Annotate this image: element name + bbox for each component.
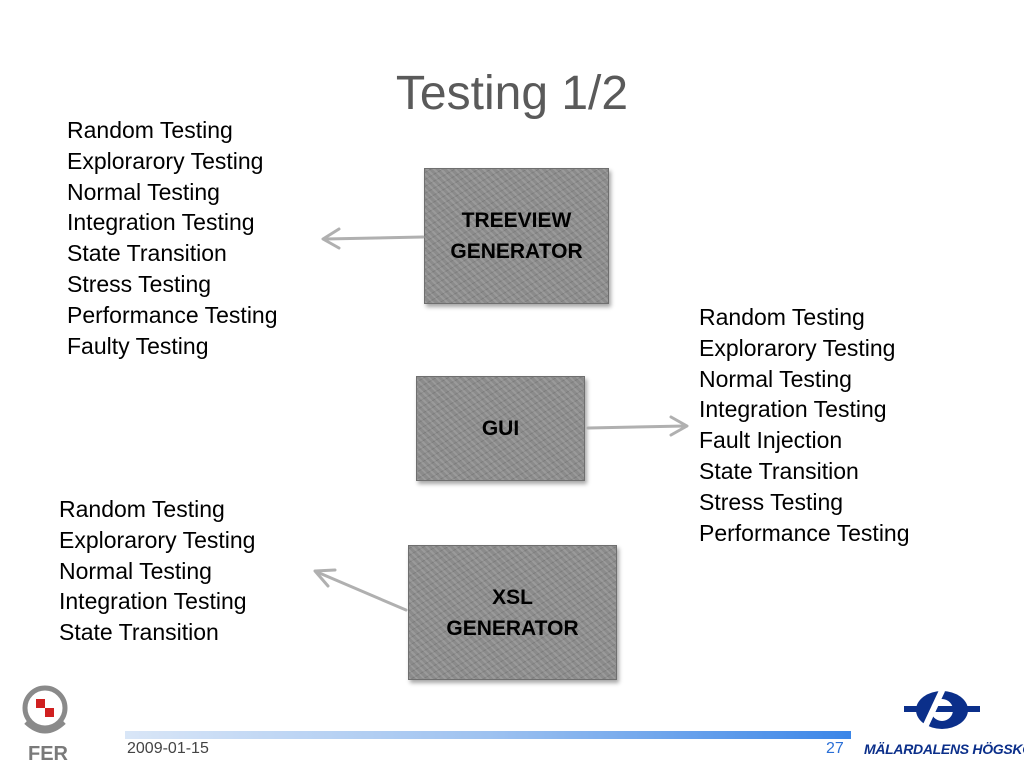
- list-item: State Transition: [59, 619, 219, 646]
- page-number: 27: [826, 740, 844, 757]
- box-label-line: GENERATOR: [446, 616, 579, 640]
- list-item: Performance Testing: [699, 519, 910, 546]
- box-label: GUI: [481, 417, 520, 440]
- list-item: Random Testing: [699, 304, 865, 330]
- list-item: Performance Testing: [67, 301, 278, 328]
- list-item: Explorarory Testing: [67, 147, 264, 174]
- list-item: Explorarory Testing: [59, 526, 256, 553]
- list-item: Explorarory Testing: [699, 334, 896, 361]
- mdh-logo-text: MÄLARDALENS HÖGSKOLA: [864, 741, 1024, 757]
- mdh-logo-icon: [904, 688, 980, 732]
- list-item: Fault Injection: [699, 427, 843, 454]
- box-label-line: TREEVIEW: [461, 209, 572, 232]
- list-item: State Transition: [699, 457, 859, 484]
- treeview-generator-box: TREEVIEW GENERATOR: [424, 168, 609, 304]
- slide-title: Testing 1/2: [395, 67, 629, 120]
- list-item: Random Testing: [67, 117, 233, 143]
- xsl-generator-box: XSL GENERATOR: [408, 545, 617, 680]
- box-label-line: GENERATOR: [450, 240, 583, 263]
- list-item: Stress Testing: [699, 488, 844, 515]
- list-item: Integration Testing: [59, 588, 247, 615]
- list-item: Integration Testing: [699, 396, 887, 423]
- arrow-to-xsl-list: [313, 568, 408, 612]
- list-item: Normal Testing: [59, 557, 212, 584]
- treeview-test-list: Random Testing Explorarory Testing Norma…: [67, 115, 278, 361]
- box-label-line: XSL: [492, 585, 533, 609]
- footer-bar: [125, 731, 851, 739]
- list-item: Stress Testing: [67, 270, 212, 297]
- fer-logo-icon: FER: [22, 685, 69, 762]
- list-item: Faulty Testing: [67, 332, 209, 359]
- list-item: State Transition: [67, 240, 227, 267]
- footer-date: 2009-01-15: [127, 740, 209, 757]
- list-item: Normal Testing: [699, 365, 852, 392]
- arrow-to-gui-list: [586, 415, 689, 437]
- list-item: Random Testing: [59, 496, 225, 522]
- fer-logo-text: FER: [28, 743, 69, 762]
- list-item: Normal Testing: [67, 178, 220, 205]
- gui-test-list: Random Testing Explorarory Testing Norma…: [699, 302, 910, 548]
- list-item: Integration Testing: [67, 209, 255, 236]
- xsl-test-list: Random Testing Explorarory Testing Norma…: [59, 494, 255, 648]
- arrow-to-treeview-list: [321, 227, 425, 250]
- gui-box: GUI: [416, 376, 585, 481]
